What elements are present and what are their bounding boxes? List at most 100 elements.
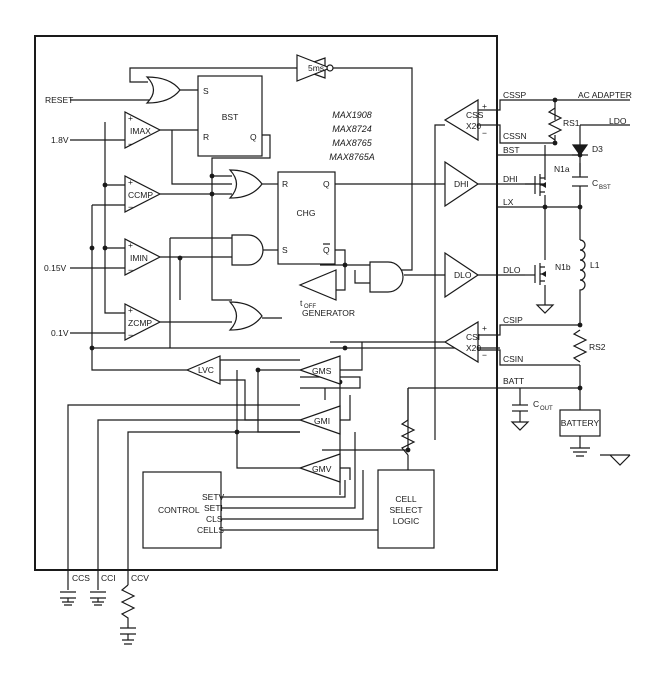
cell-select-line: LOGIC xyxy=(393,516,419,526)
part-number: MAX8724 xyxy=(332,124,372,134)
cbst-label: C xyxy=(592,178,598,188)
lvc-amplifier: LVC xyxy=(185,355,221,385)
gmi-amplifier: GMI xyxy=(298,405,341,435)
ccmp-comparator: + − CCMP xyxy=(124,175,162,213)
batt-pin: BATT xyxy=(503,376,524,386)
dhi-pin: DHI xyxy=(503,174,518,184)
rs1-label: RS1 xyxy=(563,118,580,128)
toff-t: t xyxy=(300,298,303,308)
imin-comparator: +− IMIN xyxy=(124,238,162,276)
bst-latch: BST S R Q xyxy=(197,75,263,157)
chg-q-pin: Q xyxy=(323,179,330,189)
wiring xyxy=(67,67,630,590)
external-labels: AC ADAPTER LDO RS1 D3 N1a C BST N1b L1 R… xyxy=(533,90,632,412)
d3-label: D3 xyxy=(592,144,603,154)
bst-r-pin: R xyxy=(203,132,209,142)
dlo-pin: DLO xyxy=(503,265,521,275)
csip-pin: CSIP xyxy=(503,315,523,325)
svg-text:+: + xyxy=(482,101,487,111)
imax-label: IMAX xyxy=(130,126,151,136)
pin-labels: CSSP CSSN BST DHI LX DLO CSIP CSIN BATT … xyxy=(72,90,527,583)
input-labels: RESET 1.8V 0.15V 0.1V xyxy=(44,95,73,338)
setv-label: SETV xyxy=(202,492,225,502)
chg-and-gate xyxy=(231,234,264,266)
cssn-pin: CSSN xyxy=(503,131,527,141)
reset-or-gate xyxy=(145,76,181,104)
ccmp-label: CCMP xyxy=(128,190,153,200)
seti-label: SETI xyxy=(204,503,223,513)
v01-label: 0.1V xyxy=(51,328,69,338)
cell-select-line: SELECT xyxy=(389,505,422,515)
ground-icon xyxy=(535,300,555,314)
cout-label: C xyxy=(533,399,539,409)
cci-pin: CCI xyxy=(101,573,116,583)
css-amplifier: + − CSS X20 xyxy=(443,98,487,142)
svg-text:+: + xyxy=(128,240,133,250)
gmv-amplifier: GMV xyxy=(298,453,341,483)
n1b-label: N1b xyxy=(555,262,571,272)
chg-r-pin: R xyxy=(282,179,288,189)
ccs-pin: CCS xyxy=(72,573,90,583)
n1b-mosfet xyxy=(525,263,546,285)
oneshot-5ms: 5ms xyxy=(295,54,334,82)
dlo-driver: DLO xyxy=(444,251,480,299)
d3-diode xyxy=(571,144,589,157)
part-number: MAX1908 xyxy=(332,110,372,120)
csi-amplifier: +− CSI X20 xyxy=(443,320,487,364)
csin-pin: CSIN xyxy=(503,354,523,364)
toff-generator: t OFF GENERATOR xyxy=(298,269,355,318)
part-number: MAX8765 xyxy=(332,138,373,148)
svg-text:+: + xyxy=(128,305,133,315)
n1a-mosfet xyxy=(525,174,546,196)
control-block: CONTROL SETV SETI CLS CELLS xyxy=(142,471,225,549)
bst-title: BST xyxy=(222,112,239,122)
chg-title: CHG xyxy=(297,208,316,218)
gmv-label: GMV xyxy=(312,464,332,474)
svg-text:+: + xyxy=(128,177,133,187)
oneshot-label: 5ms xyxy=(308,63,324,73)
dhi-driver: DHI xyxy=(444,160,480,208)
ac-adapter-label: AC ADAPTER xyxy=(578,90,632,100)
svg-text:−: − xyxy=(482,350,487,360)
v015-label: 0.15V xyxy=(44,263,67,273)
bst-pin: BST xyxy=(503,145,520,155)
cout-capacitor xyxy=(510,404,530,431)
svg-text:−: − xyxy=(128,265,133,275)
zcmp-label: ZCMP xyxy=(128,318,152,328)
chg-latch: CHG R Q S Q xyxy=(277,171,336,265)
n1a-label: N1a xyxy=(554,164,570,174)
gms-amplifier: GMS xyxy=(298,355,341,385)
part-number: MAX8765A xyxy=(329,152,375,162)
ldo-label: LDO xyxy=(609,116,627,126)
zc-or-gate xyxy=(228,301,263,331)
rs2-label: RS2 xyxy=(589,342,606,352)
svg-text:−: − xyxy=(128,202,133,212)
rs1-resistor xyxy=(547,107,563,141)
svg-text:−: − xyxy=(482,128,487,138)
ccv-network xyxy=(120,584,136,645)
part-numbers: MAX1908 MAX8724 MAX8765 MAX8765A xyxy=(329,110,375,162)
css-label: CSS xyxy=(466,110,484,120)
battery-label: BATTERY xyxy=(561,418,600,428)
cci-capacitor xyxy=(90,591,106,606)
gmi-label: GMI xyxy=(314,416,330,426)
svg-text:+: + xyxy=(128,113,133,123)
chg-s-pin: S xyxy=(282,245,288,255)
dhi-label: DHI xyxy=(454,179,469,189)
v18-label: 1.8V xyxy=(51,135,69,145)
svg-text:−: − xyxy=(128,330,133,340)
csi-gain: X20 xyxy=(466,343,481,353)
lvc-label: LVC xyxy=(198,365,214,375)
dlo-label: DLO xyxy=(454,270,472,280)
cells-label: CELLS xyxy=(197,525,224,535)
sense-resistor xyxy=(400,419,416,456)
bst-q-pin: Q xyxy=(250,132,257,142)
svg-text:+: + xyxy=(482,323,487,333)
cls-label: CLS xyxy=(206,514,223,524)
control-title: CONTROL xyxy=(158,505,200,515)
css-gain: X20 xyxy=(466,121,481,131)
ccs-capacitor xyxy=(60,591,76,606)
chg-qbar-pin: Q xyxy=(323,245,330,255)
l1-inductor xyxy=(579,239,586,295)
